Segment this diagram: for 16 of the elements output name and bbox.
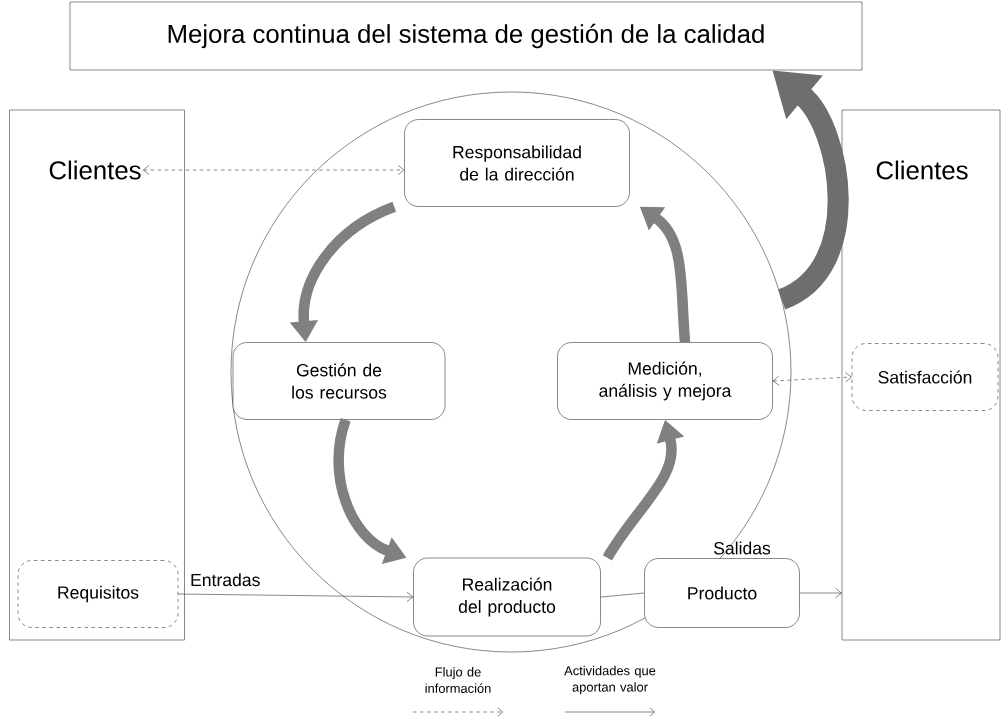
process-box: Producto [644,558,800,628]
legend-text: Flujo de información [425,667,491,693]
process-box: Responsabilidad de la dirección [404,119,630,207]
arrow [799,588,842,598]
process-box: Realización del producto [413,557,601,637]
connector-line [600,592,645,598]
arrow [143,165,405,175]
title-box: Mejora continua del sistema de gestión de la calidad [69,1,863,71]
arrow [178,592,414,602]
edge-label: Entradas [188,572,262,588]
dashed-box: Requisitos [17,560,179,628]
dashed-box: Satisfacción [851,343,999,411]
arrow [772,372,852,386]
process-box: Medición, análisis y mejora [557,342,773,420]
legend-text: Actividades que aportan valor [564,665,656,695]
process-box: Gestión de los recursos [232,342,446,420]
